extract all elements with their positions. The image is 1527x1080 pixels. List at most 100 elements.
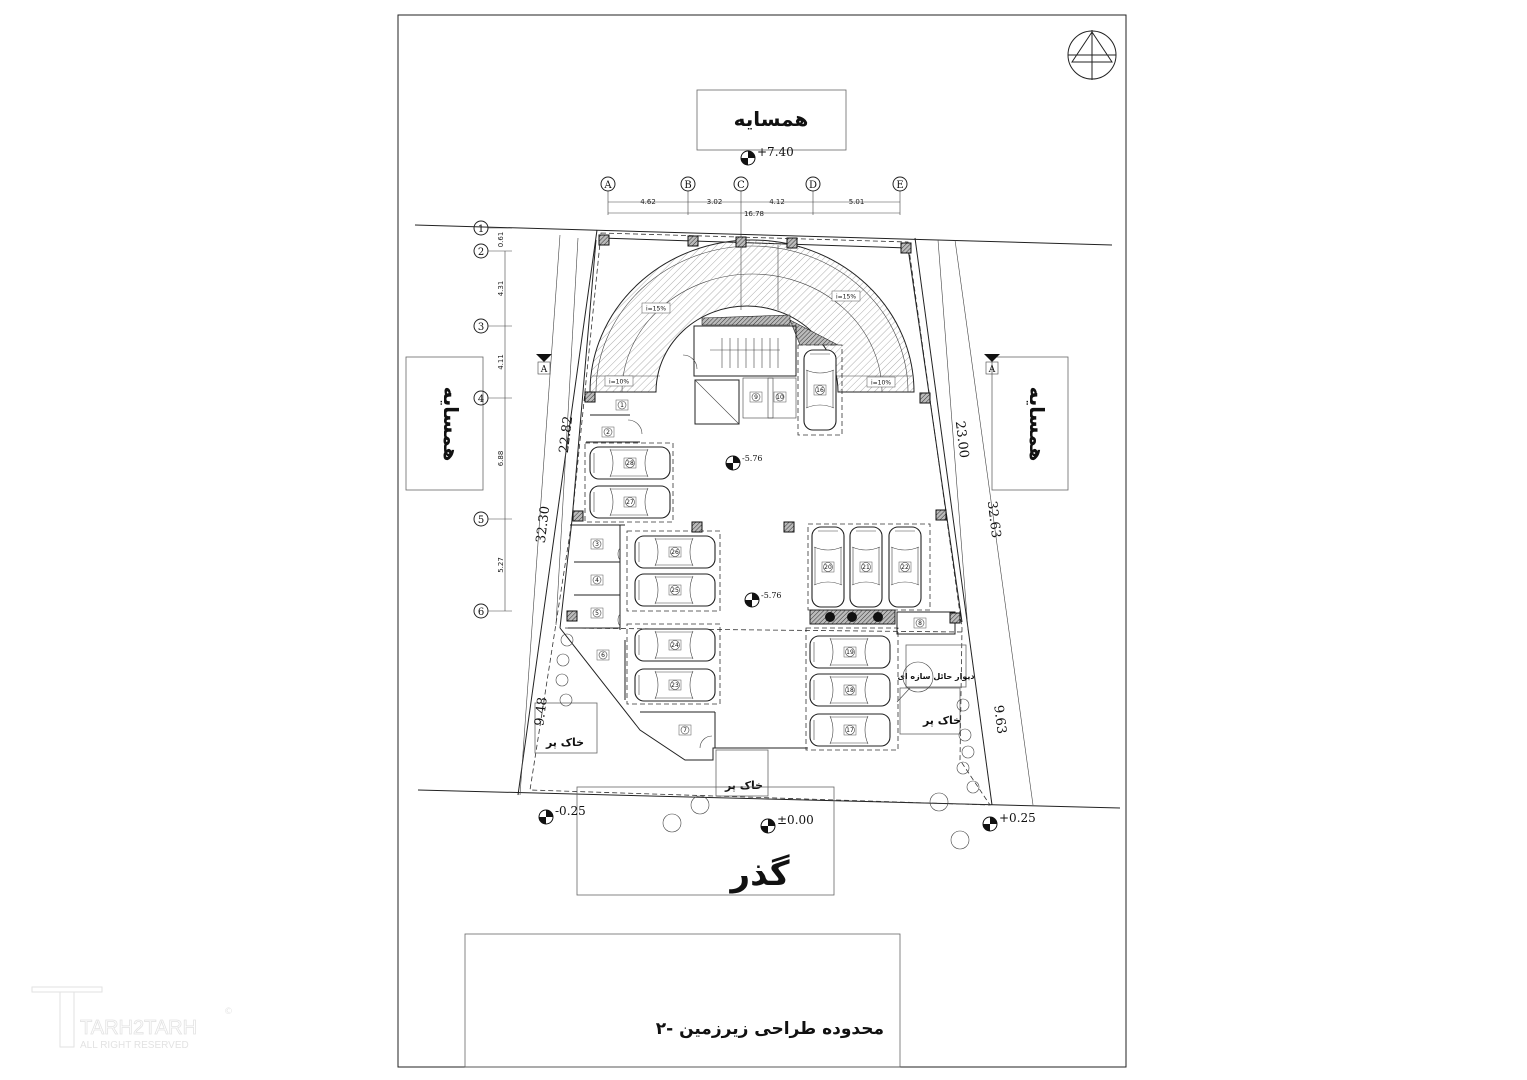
svg-text:7: 7 (683, 727, 687, 734)
svg-text:1: 1 (620, 402, 624, 409)
fill-soil-label-left: خاک پر (545, 736, 584, 749)
row-spacing: 5.27 (497, 557, 505, 573)
watermark-subtitle: ALL RIGHT RESERVED (80, 1040, 189, 1051)
structural-column (691, 521, 703, 533)
tree-icon (559, 693, 573, 707)
tree-icon (961, 745, 975, 759)
tree-icon (966, 780, 980, 794)
storage-room-10: 10 (773, 391, 787, 403)
svg-text:22: 22 (901, 564, 909, 571)
parking-space-19: 19 (809, 635, 891, 669)
neighbor-right: همسایه (991, 356, 1069, 491)
row-spacing: 0.61 (497, 232, 505, 248)
dimension-left-front: 9.48 (532, 696, 550, 727)
svg-text:3: 3 (595, 541, 599, 548)
storage-rooms (568, 414, 956, 749)
parking-space-22: 22 (888, 526, 922, 608)
svg-text:1: 1 (478, 224, 484, 235)
svg-text:i=10%: i=10% (871, 380, 891, 387)
svg-text:5: 5 (478, 515, 484, 526)
svg-text:B: B (684, 180, 691, 191)
parking-zone (797, 344, 843, 436)
parking-space-21: 21 (849, 526, 883, 608)
column-spacing: 4.62 (640, 198, 656, 206)
svg-text:18: 18 (846, 687, 854, 694)
svg-text:±0.00: ±0.00 (777, 813, 814, 827)
wall-left (559, 239, 597, 629)
svg-text:2: 2 (606, 429, 610, 436)
sheet-border (397, 14, 1127, 1068)
row-spacing: 6.88 (497, 451, 505, 467)
drawing-title: محدوده طراحی زیرزمین -۲ (656, 1019, 884, 1039)
grid-bubble-3: 3 (473, 318, 512, 334)
storage-room-5: 5 (590, 607, 604, 619)
callout-leader (896, 687, 911, 703)
grid-bubble-5: 5 (473, 511, 512, 527)
dimension-right-front: 9.63 (990, 704, 1008, 735)
plant-icon (847, 612, 857, 622)
structural-column (935, 509, 947, 521)
dashed-line (564, 627, 963, 633)
dimension-left-total: 32.30 (534, 505, 553, 544)
tree-icon (555, 673, 569, 687)
tree-icon (556, 653, 570, 667)
structural-column (900, 242, 912, 254)
neighbor-top-label: همسایه (734, 107, 809, 131)
grid-bubble-4: 4 (473, 390, 512, 406)
dimension-right-building: 23.00 (952, 420, 971, 459)
grid-bubble-2: 2 (473, 243, 512, 259)
fill-soil-area (534, 702, 598, 754)
level-marker-basement-1: -5.76 (725, 454, 763, 471)
svg-text:20: 20 (824, 564, 832, 571)
svg-text:A: A (603, 180, 612, 191)
svg-text:-5.76: -5.76 (761, 591, 782, 600)
street-box (576, 786, 835, 896)
fill-soil-label-bottom: خاک پر (724, 779, 763, 792)
column-spacing: 3.02 (707, 198, 723, 206)
structural-column (584, 391, 596, 403)
svg-text:A: A (540, 365, 548, 375)
tree-icon (662, 813, 682, 833)
svg-text:-0.25: -0.25 (555, 804, 586, 818)
ramp-slope-label: i=15% (831, 290, 861, 302)
tree-icon (956, 761, 970, 775)
svg-text:6: 6 (478, 607, 484, 618)
svg-text:3: 3 (478, 322, 484, 333)
neighbor-left: همسایه (405, 356, 484, 491)
row-spacing: 4.11 (497, 354, 505, 370)
level-marker-top: +7.40 (740, 145, 794, 166)
level-marker-left: -0.25 (538, 804, 586, 825)
parking-space-27: 27 (589, 485, 671, 519)
tree-icon (560, 633, 574, 647)
svg-text:5: 5 (595, 610, 599, 617)
parking-space-26: 26 (634, 535, 716, 569)
storage-room-9: 9 (749, 391, 763, 403)
structural-column (949, 612, 961, 624)
svg-text:i=15%: i=15% (836, 294, 856, 301)
svg-text:©: © (224, 1007, 233, 1017)
parking-zone (807, 523, 931, 611)
parking-space-23: 23 (634, 668, 716, 702)
svg-text:6: 6 (601, 652, 605, 659)
svg-text:+0.25: +0.25 (999, 811, 1036, 825)
structural-column (919, 392, 931, 404)
storage-room-4: 4 (590, 574, 604, 586)
retaining-wall-label: دیوار حائل سازه ای (897, 672, 974, 681)
structural-column (566, 610, 578, 622)
svg-text:19: 19 (846, 649, 854, 656)
property-line-top (414, 224, 1113, 246)
ramp (589, 239, 915, 393)
svg-text:+7.40: +7.40 (757, 145, 794, 159)
storage-room-1: 1 (615, 399, 629, 411)
neighbor-right-label: همسایه (1025, 387, 1049, 462)
neighbor-left-label: همسایه (439, 387, 463, 462)
parking-space-16: 16 (803, 349, 837, 431)
svg-text:8: 8 (918, 620, 922, 627)
dimension-line (937, 239, 969, 631)
fill-soil-area (905, 644, 967, 688)
svg-text:27: 27 (626, 499, 634, 506)
plant-icon (825, 612, 835, 622)
dimension-line (555, 237, 579, 626)
parking-space-28: 28 (589, 446, 671, 480)
